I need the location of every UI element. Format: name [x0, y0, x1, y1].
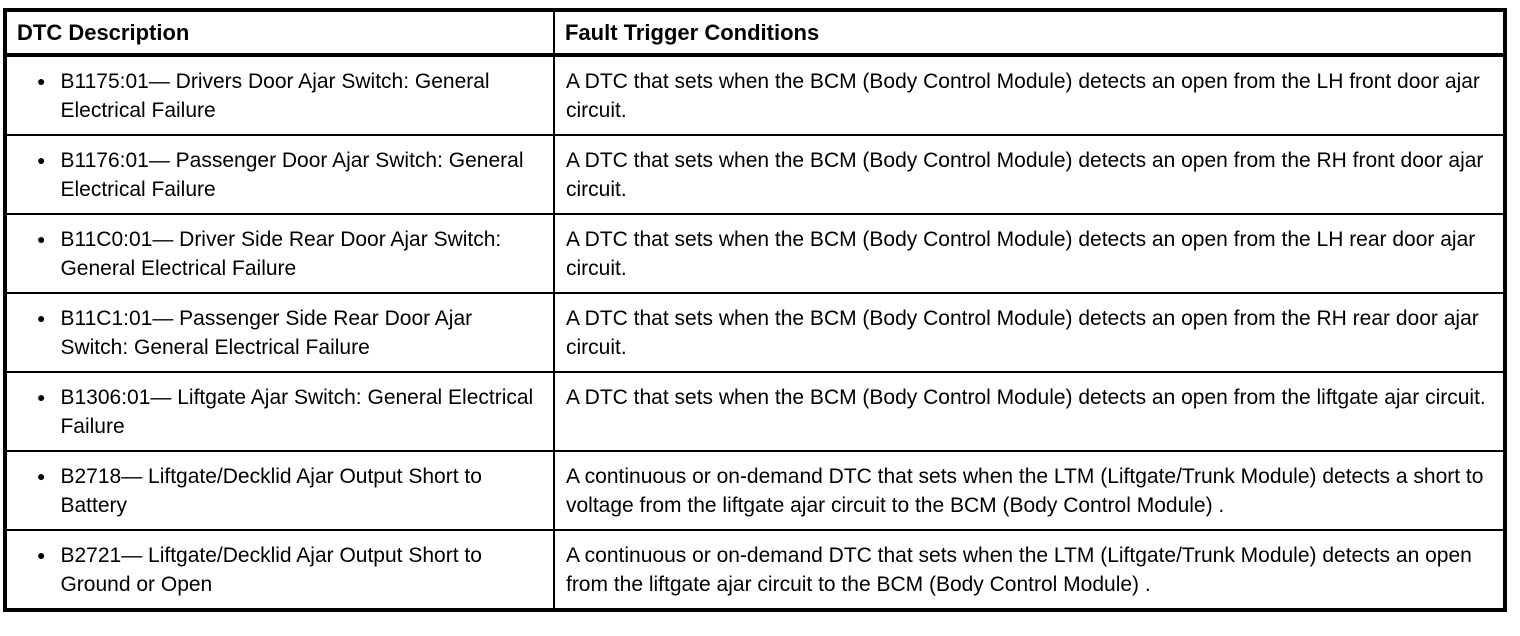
fault-condition-text: A continuous or on-demand DTC that sets …	[565, 465, 1484, 517]
table-row: ● B11C0:01— Driver Side Rear Door Ajar S…	[4, 213, 1507, 294]
dtc-description-text: B2718— Liftgate/Decklid Ajar Output Shor…	[60, 465, 482, 517]
column-header-fault-trigger-conditions: Fault Trigger Conditions	[552, 9, 1507, 57]
fault-condition-text: A DTC that sets when the BCM (Body Contr…	[565, 386, 1486, 409]
fault-condition-cell: A DTC that sets when the BCM (Body Contr…	[552, 292, 1507, 373]
fault-condition-text: A DTC that sets when the BCM (Body Contr…	[565, 70, 1480, 122]
table-row: ● B1175:01— Drivers Door Ajar Switch: Ge…	[4, 54, 1507, 136]
dtc-description-cell: ● B1306:01— Liftgate Ajar Switch: Genera…	[4, 371, 555, 452]
dtc-description-cell: ● B1176:01— Passenger Door Ajar Switch: …	[4, 134, 555, 215]
table-row: ● B2718— Liftgate/Decklid Ajar Output Sh…	[4, 450, 1507, 531]
fault-condition-text: A DTC that sets when the BCM (Body Contr…	[565, 228, 1476, 280]
fault-condition-cell: A continuous or on-demand DTC that sets …	[552, 450, 1507, 531]
fault-condition-cell: A continuous or on-demand DTC that sets …	[552, 529, 1507, 611]
bullet-icon: ●	[37, 389, 46, 405]
fault-condition-text: A DTC that sets when the BCM (Body Contr…	[565, 149, 1484, 201]
header-row: DTC Description Fault Trigger Conditions	[4, 9, 1507, 57]
dtc-description-cell: ● B11C1:01— Passenger Side Rear Door Aja…	[4, 292, 555, 373]
bullet-icon: ●	[37, 152, 46, 168]
dtc-description-text: B2721— Liftgate/Decklid Ajar Output Shor…	[60, 544, 482, 596]
dtc-description-cell: ● B11C0:01— Driver Side Rear Door Ajar S…	[4, 213, 555, 294]
dtc-description-cell: ● B2721— Liftgate/Decklid Ajar Output Sh…	[4, 529, 555, 611]
dtc-description-text: B11C1:01— Passenger Side Rear Door Ajar …	[60, 307, 473, 359]
fault-condition-cell: A DTC that sets when the BCM (Body Contr…	[552, 213, 1507, 294]
dtc-description-cell: ● B2718— Liftgate/Decklid Ajar Output Sh…	[4, 450, 555, 531]
dtc-description-cell: ● B1175:01— Drivers Door Ajar Switch: Ge…	[4, 54, 555, 136]
dtc-description-text: B1176:01— Passenger Door Ajar Switch: Ge…	[60, 149, 524, 201]
bullet-icon: ●	[37, 310, 46, 326]
fault-condition-cell: A DTC that sets when the BCM (Body Contr…	[552, 54, 1507, 136]
table-row: ● B1176:01— Passenger Door Ajar Switch: …	[4, 134, 1507, 215]
bullet-icon: ●	[37, 231, 46, 247]
fault-condition-cell: A DTC that sets when the BCM (Body Contr…	[552, 134, 1507, 215]
bullet-icon: ●	[37, 73, 46, 89]
dtc-description-text: B1175:01— Drivers Door Ajar Switch: Gene…	[60, 70, 490, 122]
column-header-dtc-description: DTC Description	[4, 9, 555, 57]
fault-condition-text: A continuous or on-demand DTC that sets …	[565, 544, 1472, 596]
table-row: ● B11C1:01— Passenger Side Rear Door Aja…	[4, 292, 1507, 373]
fault-condition-text: A DTC that sets when the BCM (Body Contr…	[565, 307, 1479, 359]
fault-condition-cell: A DTC that sets when the BCM (Body Contr…	[552, 371, 1507, 452]
table-row: ● B2721— Liftgate/Decklid Ajar Output Sh…	[4, 529, 1507, 611]
dtc-description-text: B1306:01— Liftgate Ajar Switch: General …	[60, 386, 534, 438]
dtc-fault-table: DTC Description Fault Trigger Conditions…	[3, 8, 1507, 612]
bullet-icon: ●	[37, 468, 46, 484]
bullet-icon: ●	[37, 547, 46, 563]
table-row: ● B1306:01— Liftgate Ajar Switch: Genera…	[4, 371, 1507, 452]
dtc-description-text: B11C0:01— Driver Side Rear Door Ajar Swi…	[60, 228, 502, 280]
